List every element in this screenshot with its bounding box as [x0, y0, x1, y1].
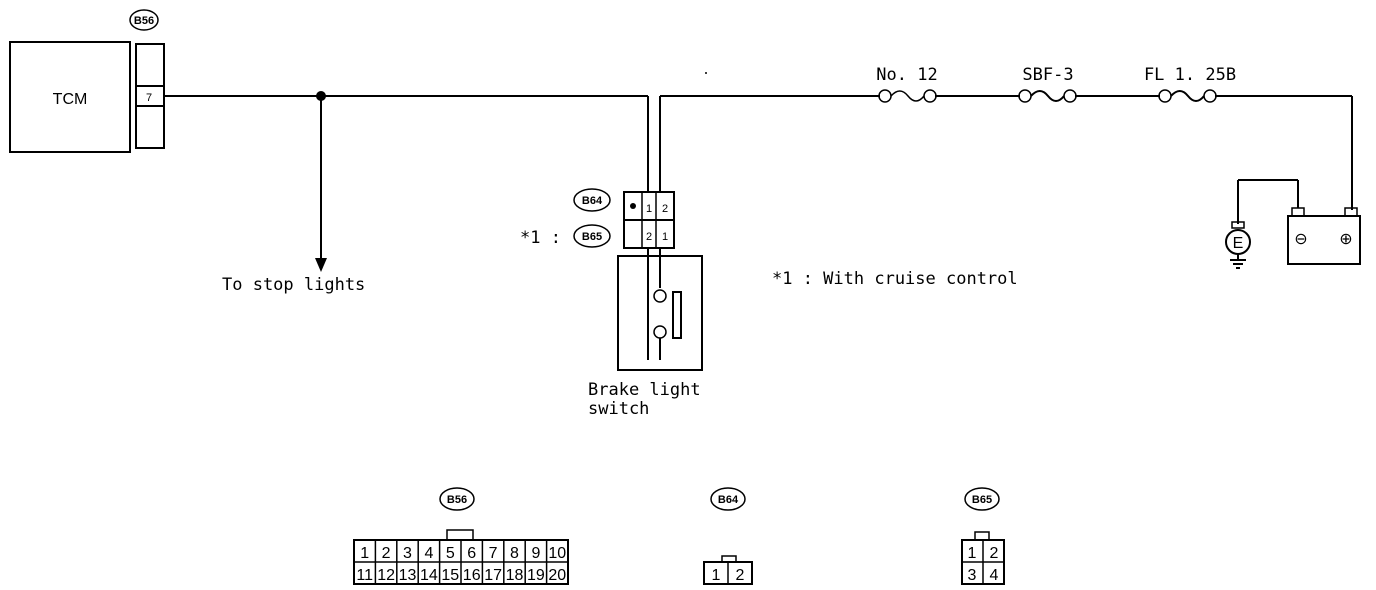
b65-note-prefix: *1 :: [520, 228, 561, 248]
connector-b65-view: B65 1 2 3 4: [961, 487, 1005, 585]
b65-bottom-tag: [964, 487, 1000, 511]
b56-pin: 15: [441, 567, 459, 584]
svg-text:B65: B65: [582, 231, 602, 243]
b56-pin: 17: [484, 567, 502, 584]
battery-negative-icon: ⊖: [1294, 231, 1307, 248]
connector-b64-view: B64 1 2: [703, 487, 753, 585]
fuse-fl125b-label: FL 1. 25B: [1144, 65, 1236, 85]
b56-pin: 3: [403, 545, 412, 562]
tcm-module: TCM 7 B56: [9, 9, 165, 153]
b56-pin: 5: [446, 545, 455, 562]
b64-tag: [573, 188, 611, 212]
svg-text:E: E: [1233, 235, 1244, 252]
b56-pin: 8: [510, 545, 519, 562]
fuse-fl125b: FL 1. 25B: [1144, 65, 1236, 103]
b56-pin: 6: [467, 545, 476, 562]
b64-bottom-tag: [710, 487, 746, 511]
b56-pin: 12: [377, 567, 395, 584]
svg-text:B65: B65: [972, 494, 992, 506]
battery: ⊖ ⊕ E: [1225, 179, 1361, 269]
b56-pin: 2: [382, 545, 391, 562]
b56-pin: 13: [399, 567, 417, 584]
switch-label-line1: Brake light: [588, 380, 701, 400]
arrow-down-icon: [315, 258, 327, 272]
switch-label-line2: switch: [588, 399, 649, 419]
svg-text:2: 2: [662, 203, 668, 215]
tcm-label: TCM: [53, 91, 88, 108]
fuse-sbf3-label: SBF-3: [1022, 65, 1073, 85]
fuse-no12-label: No. 12: [876, 65, 937, 85]
svg-text:1: 1: [646, 203, 652, 215]
svg-text:4: 4: [990, 567, 999, 584]
b56-pin: 4: [424, 545, 433, 562]
b56-pin: 7: [489, 545, 498, 562]
svg-text:B56: B56: [134, 15, 154, 27]
b56-pin: 20: [548, 567, 566, 584]
main-wire: [164, 95, 1353, 210]
svg-text:1: 1: [662, 231, 668, 243]
battery-positive-icon: ⊕: [1339, 231, 1352, 248]
svg-text:1: 1: [968, 545, 977, 562]
b56-pin: 19: [527, 567, 545, 584]
svg-text:2: 2: [990, 545, 999, 562]
stop-lights-branch: To stop lights: [222, 91, 365, 295]
b56-pin: 9: [531, 545, 540, 562]
battery-box: [1287, 215, 1361, 265]
brake-light-switch: 1 2 2 1 B64 B65 *1 : Brake light switch: [520, 188, 703, 419]
fuse-no12: No. 12: [876, 65, 938, 103]
b56-tag: [439, 487, 475, 511]
svg-text:1: 1: [712, 567, 721, 584]
cruise-control-note: *1 : With cruise control: [772, 269, 1018, 289]
svg-text:B56: B56: [447, 494, 467, 506]
b65-tag: [573, 224, 611, 248]
b56-pin: 1: [360, 545, 369, 562]
b56-pin: 14: [420, 567, 438, 584]
stop-lights-label: To stop lights: [222, 275, 365, 295]
fuse-sbf3: SBF-3: [1018, 65, 1077, 103]
tcm-connector-tag: [129, 9, 159, 31]
b56-pin: 16: [463, 567, 481, 584]
b56-pin: 10: [548, 545, 566, 562]
svg-text:3: 3: [968, 567, 977, 584]
svg-text:2: 2: [646, 231, 652, 243]
b56-pin: 11: [356, 567, 373, 584]
b56-pin: 18: [506, 567, 524, 584]
svg-text:2: 2: [736, 567, 745, 584]
svg-text:B64: B64: [718, 494, 739, 506]
tcm-pin-7: 7: [146, 92, 152, 104]
svg-text:B64: B64: [582, 195, 603, 207]
